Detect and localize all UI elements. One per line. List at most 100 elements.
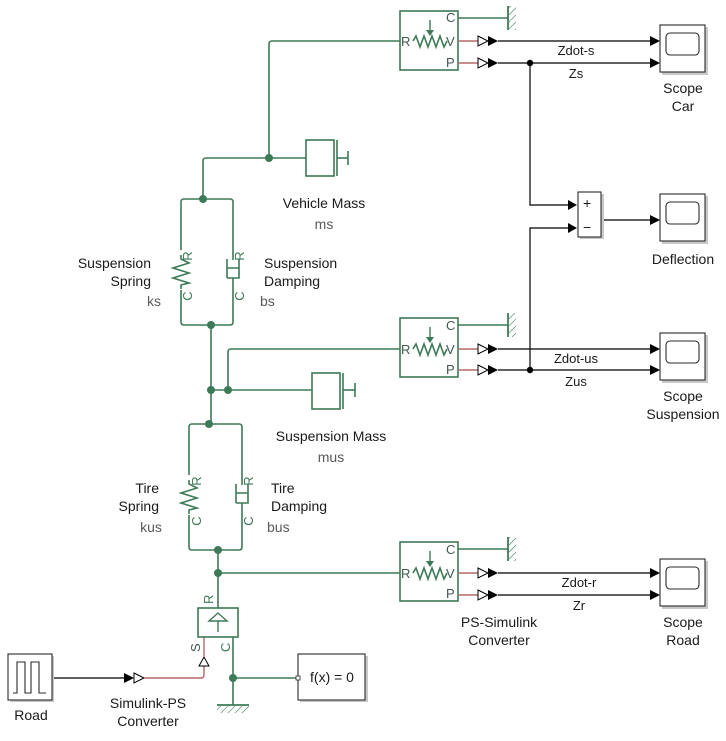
junction-dot <box>205 420 213 428</box>
port-label-p: P <box>446 586 455 601</box>
simulink-signals <box>54 36 660 679</box>
pulse-icon <box>13 661 46 694</box>
port-label-r: R <box>232 251 247 260</box>
road-pulse-generator-block[interactable] <box>7 653 54 702</box>
scope-suspension-block[interactable] <box>659 332 708 383</box>
solver-configuration-block[interactable] <box>295 653 368 702</box>
junction-dot <box>265 154 273 162</box>
sum-plus-sign: + <box>583 195 591 211</box>
port-label-p: P <box>446 362 455 377</box>
port-label-c: C <box>218 643 233 652</box>
port-label-c: C <box>446 10 455 25</box>
suspension-damper-block[interactable] <box>224 250 244 290</box>
scope-road-label-1: Scope <box>663 614 703 630</box>
simulink-ps-label-1: Simulink-PS <box>110 695 186 711</box>
signal-label-zdot-s: Zdot-s <box>558 43 595 58</box>
scope-deflection-label: Deflection <box>652 251 714 267</box>
junction-dot <box>207 321 215 329</box>
signal-label-zs: Zs <box>569 66 584 81</box>
suspension-spring-label-2: Spring <box>111 273 151 289</box>
scope-car-label-1: Scope <box>663 80 703 96</box>
signal-label-zus: Zus <box>565 374 587 389</box>
connection-sensor-susp-r[interactable] <box>227 348 400 390</box>
vehicle-mass-block[interactable] <box>305 139 349 177</box>
vehicle-mass-param: ms <box>315 216 334 232</box>
signal-label-zdot-r: Zdot-r <box>562 575 597 590</box>
port-label-r: R <box>401 566 410 581</box>
signal-zus-to-sum[interactable] <box>529 227 568 370</box>
motion-sensor-road[interactable] <box>399 541 459 602</box>
junction-dot <box>199 195 207 203</box>
port-label-c: C <box>241 516 256 525</box>
suspension-mass-label: Suspension Mass <box>276 428 387 444</box>
tire-spring-label-1: Tire <box>135 480 159 496</box>
scope-icon <box>665 201 700 225</box>
port-label-c: C <box>232 291 247 300</box>
suspension-mass-param: mus <box>318 449 344 465</box>
ps-simulink-label-1: PS-Simulink <box>461 614 538 630</box>
scope-icon <box>665 566 700 590</box>
port-label-r: R <box>401 342 410 357</box>
port-label-r: R <box>401 34 410 49</box>
port-label-v: V <box>446 566 455 581</box>
connection-sensor-car-r[interactable] <box>268 40 400 158</box>
port-label-r: R <box>189 476 204 485</box>
port-label-p: P <box>446 55 455 70</box>
tire-damping-label-2: Damping <box>271 498 327 514</box>
junction-dot <box>224 386 232 394</box>
ps-simulink-label-2: Converter <box>468 632 530 648</box>
scope-suspension-label-2: Suspension <box>646 406 719 422</box>
port-label-c: C <box>446 318 455 333</box>
port-label-c: C <box>446 542 455 557</box>
port-label-s: S <box>188 643 203 652</box>
velocity-source-block[interactable] <box>197 607 239 638</box>
scope-suspension-label-1: Scope <box>663 388 703 404</box>
tire-spring-label-2: Spring <box>119 498 159 514</box>
port-label-c: C <box>189 516 204 525</box>
scope-road-block[interactable] <box>659 558 708 609</box>
mechanical-reference-road[interactable] <box>507 537 516 561</box>
tire-spring-block[interactable] <box>178 475 200 515</box>
tire-damping-param: bus <box>267 519 290 535</box>
ps-simulink-converters[interactable] <box>458 35 498 601</box>
junction-dot <box>229 674 237 682</box>
signal-zs-to-sum[interactable] <box>529 63 568 206</box>
junction-dot <box>214 569 222 577</box>
scope-car-label-2: Car <box>672 98 695 114</box>
connection-to-susp-top[interactable] <box>202 157 269 199</box>
sum-block[interactable] <box>577 191 604 239</box>
mechanical-reference-suspension[interactable] <box>507 313 516 337</box>
mechanical-reference-source[interactable] <box>217 704 249 713</box>
motion-sensor-car[interactable] <box>399 10 459 71</box>
simulink-ps-converter[interactable] <box>124 637 210 684</box>
motion-sensor-suspension[interactable] <box>399 317 459 378</box>
signal-label-zr: Zr <box>573 598 586 613</box>
simulink-ps-label-2: Converter <box>117 713 179 729</box>
port-label-r: R <box>201 595 216 604</box>
port-label-v: V <box>446 342 455 357</box>
mechanical-reference-car[interactable] <box>507 6 516 30</box>
junction-dot <box>214 546 222 554</box>
physical-connections <box>180 17 508 705</box>
scope-car-block[interactable] <box>659 24 708 75</box>
port-label-r: R <box>180 251 195 260</box>
tire-damper-block[interactable] <box>233 475 253 515</box>
port-label-c: C <box>180 291 195 300</box>
scope-icon <box>665 340 700 364</box>
port-label-r: R <box>241 476 256 485</box>
suspension-spring-param: ks <box>147 293 161 309</box>
vehicle-mass-label: Vehicle Mass <box>283 195 365 211</box>
suspension-spring-block[interactable] <box>170 250 192 290</box>
road-label: Road <box>14 707 47 723</box>
sum-minus-sign: − <box>583 219 591 235</box>
suspension-damping-label-2: Damping <box>264 273 320 289</box>
junction-dot <box>207 386 215 394</box>
suspension-spring-label-1: Suspension <box>78 255 151 271</box>
scope-deflection-block[interactable] <box>659 193 708 244</box>
solver-label: f(x) = 0 <box>310 669 354 685</box>
suspension-mass-block[interactable] <box>311 372 356 410</box>
tire-damping-label-1: Tire <box>271 480 295 496</box>
scope-road-label-2: Road <box>666 632 699 648</box>
suspension-damping-label-1: Suspension <box>264 255 337 271</box>
